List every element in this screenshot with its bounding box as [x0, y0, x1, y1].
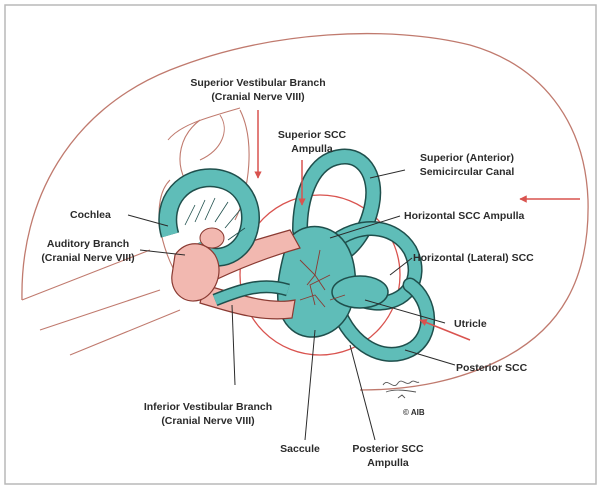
label-superior-scc-ampulla-2: Ampulla: [291, 143, 333, 155]
label-superior-vestibular-nerve: (Cranial Nerve VIII): [211, 91, 304, 103]
label-superior-canal: Superior (Anterior): [420, 152, 514, 164]
label-posterior-ampulla: Posterior SCC: [352, 443, 424, 455]
label-auditory-branch: Auditory Branch: [47, 238, 129, 250]
label-utricle: Utricle: [454, 318, 487, 330]
label-posterior-ampulla-2: Ampulla: [367, 457, 409, 469]
label-horizontal-ampulla: Horizontal SCC Ampulla: [404, 210, 525, 222]
label-cochlea: Cochlea: [70, 209, 111, 221]
label-inferior-vestibular-2: (Cranial Nerve VIII): [161, 415, 254, 427]
label-auditory-branch-2: (Cranial Nerve VIII): [41, 252, 134, 264]
label-posterior-scc: Posterior SCC: [456, 362, 528, 374]
label-inferior-vestibular: Inferior Vestibular Branch: [144, 401, 272, 413]
utricle: [332, 276, 388, 308]
label-credit: © AIB: [403, 408, 425, 417]
label-saccule: Saccule: [280, 443, 320, 455]
label-superior-canal-2: Semicircular Canal: [420, 166, 515, 178]
label-horizontal-canal: Horizontal (Lateral) SCC: [413, 252, 534, 264]
label-superior-scc-ampulla: Superior SCC: [278, 129, 347, 141]
label-superior-vestibular: Superior Vestibular Branch: [190, 77, 325, 89]
